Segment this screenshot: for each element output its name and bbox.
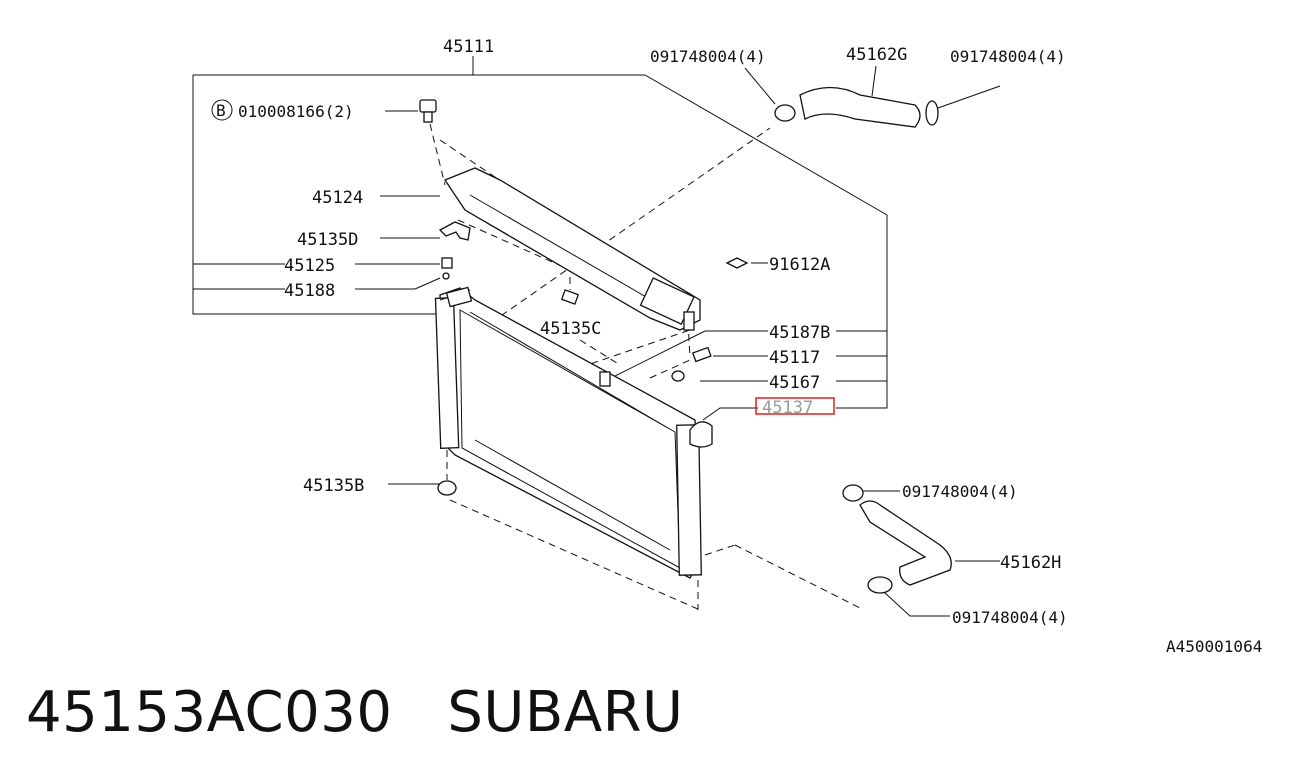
label-45137[interactable]: 45137 — [762, 398, 813, 418]
label-45111: 45111 — [443, 37, 494, 57]
label-45188: 45188 — [284, 281, 335, 301]
label-45135c: 45135C — [540, 319, 601, 339]
label-clamp-top-left: 091748004(4) — [650, 47, 766, 66]
bolt-marker: B — [216, 101, 226, 120]
label-bolt: 010008166(2) — [238, 102, 354, 121]
label-91612a: 91612A — [769, 255, 830, 275]
highlight-box — [755, 397, 835, 415]
footer-title: 45153AC030 SUBARU — [26, 680, 684, 745]
label-45135b: 45135B — [303, 476, 364, 496]
upper-hose — [774, 86, 939, 128]
lower-hose — [842, 484, 952, 594]
small-parts — [437, 257, 749, 496]
label-clamp-mid-right: 091748004(4) — [902, 482, 1018, 501]
brand-name: SUBARU — [447, 680, 684, 745]
diagram-code: A450001064 — [1166, 637, 1262, 656]
bolt-marker-circle — [211, 99, 233, 121]
radiator — [434, 287, 713, 579]
part-number: 45153AC030 — [26, 680, 393, 745]
parts-diagram: B 45111 010008166(2) 091748004(4) 45162G… — [192, 37, 1262, 656]
label-45125: 45125 — [284, 256, 335, 276]
bolt — [419, 99, 437, 123]
label-45187b: 45187B — [769, 323, 830, 343]
label-clamp-bottom: 091748004(4) — [952, 608, 1068, 627]
label-clamp-top-right: 091748004(4) — [950, 47, 1066, 66]
label-hose-upper: 45162G — [846, 45, 907, 65]
leader-lines — [192, 56, 1001, 617]
label-45124: 45124 — [312, 188, 363, 208]
label-hose-lower: 45162H — [1000, 553, 1061, 573]
label-45117: 45117 — [769, 348, 820, 368]
label-45135d: 45135D — [297, 230, 358, 250]
upper-bracket — [438, 167, 701, 331]
label-45167: 45167 — [769, 373, 820, 393]
